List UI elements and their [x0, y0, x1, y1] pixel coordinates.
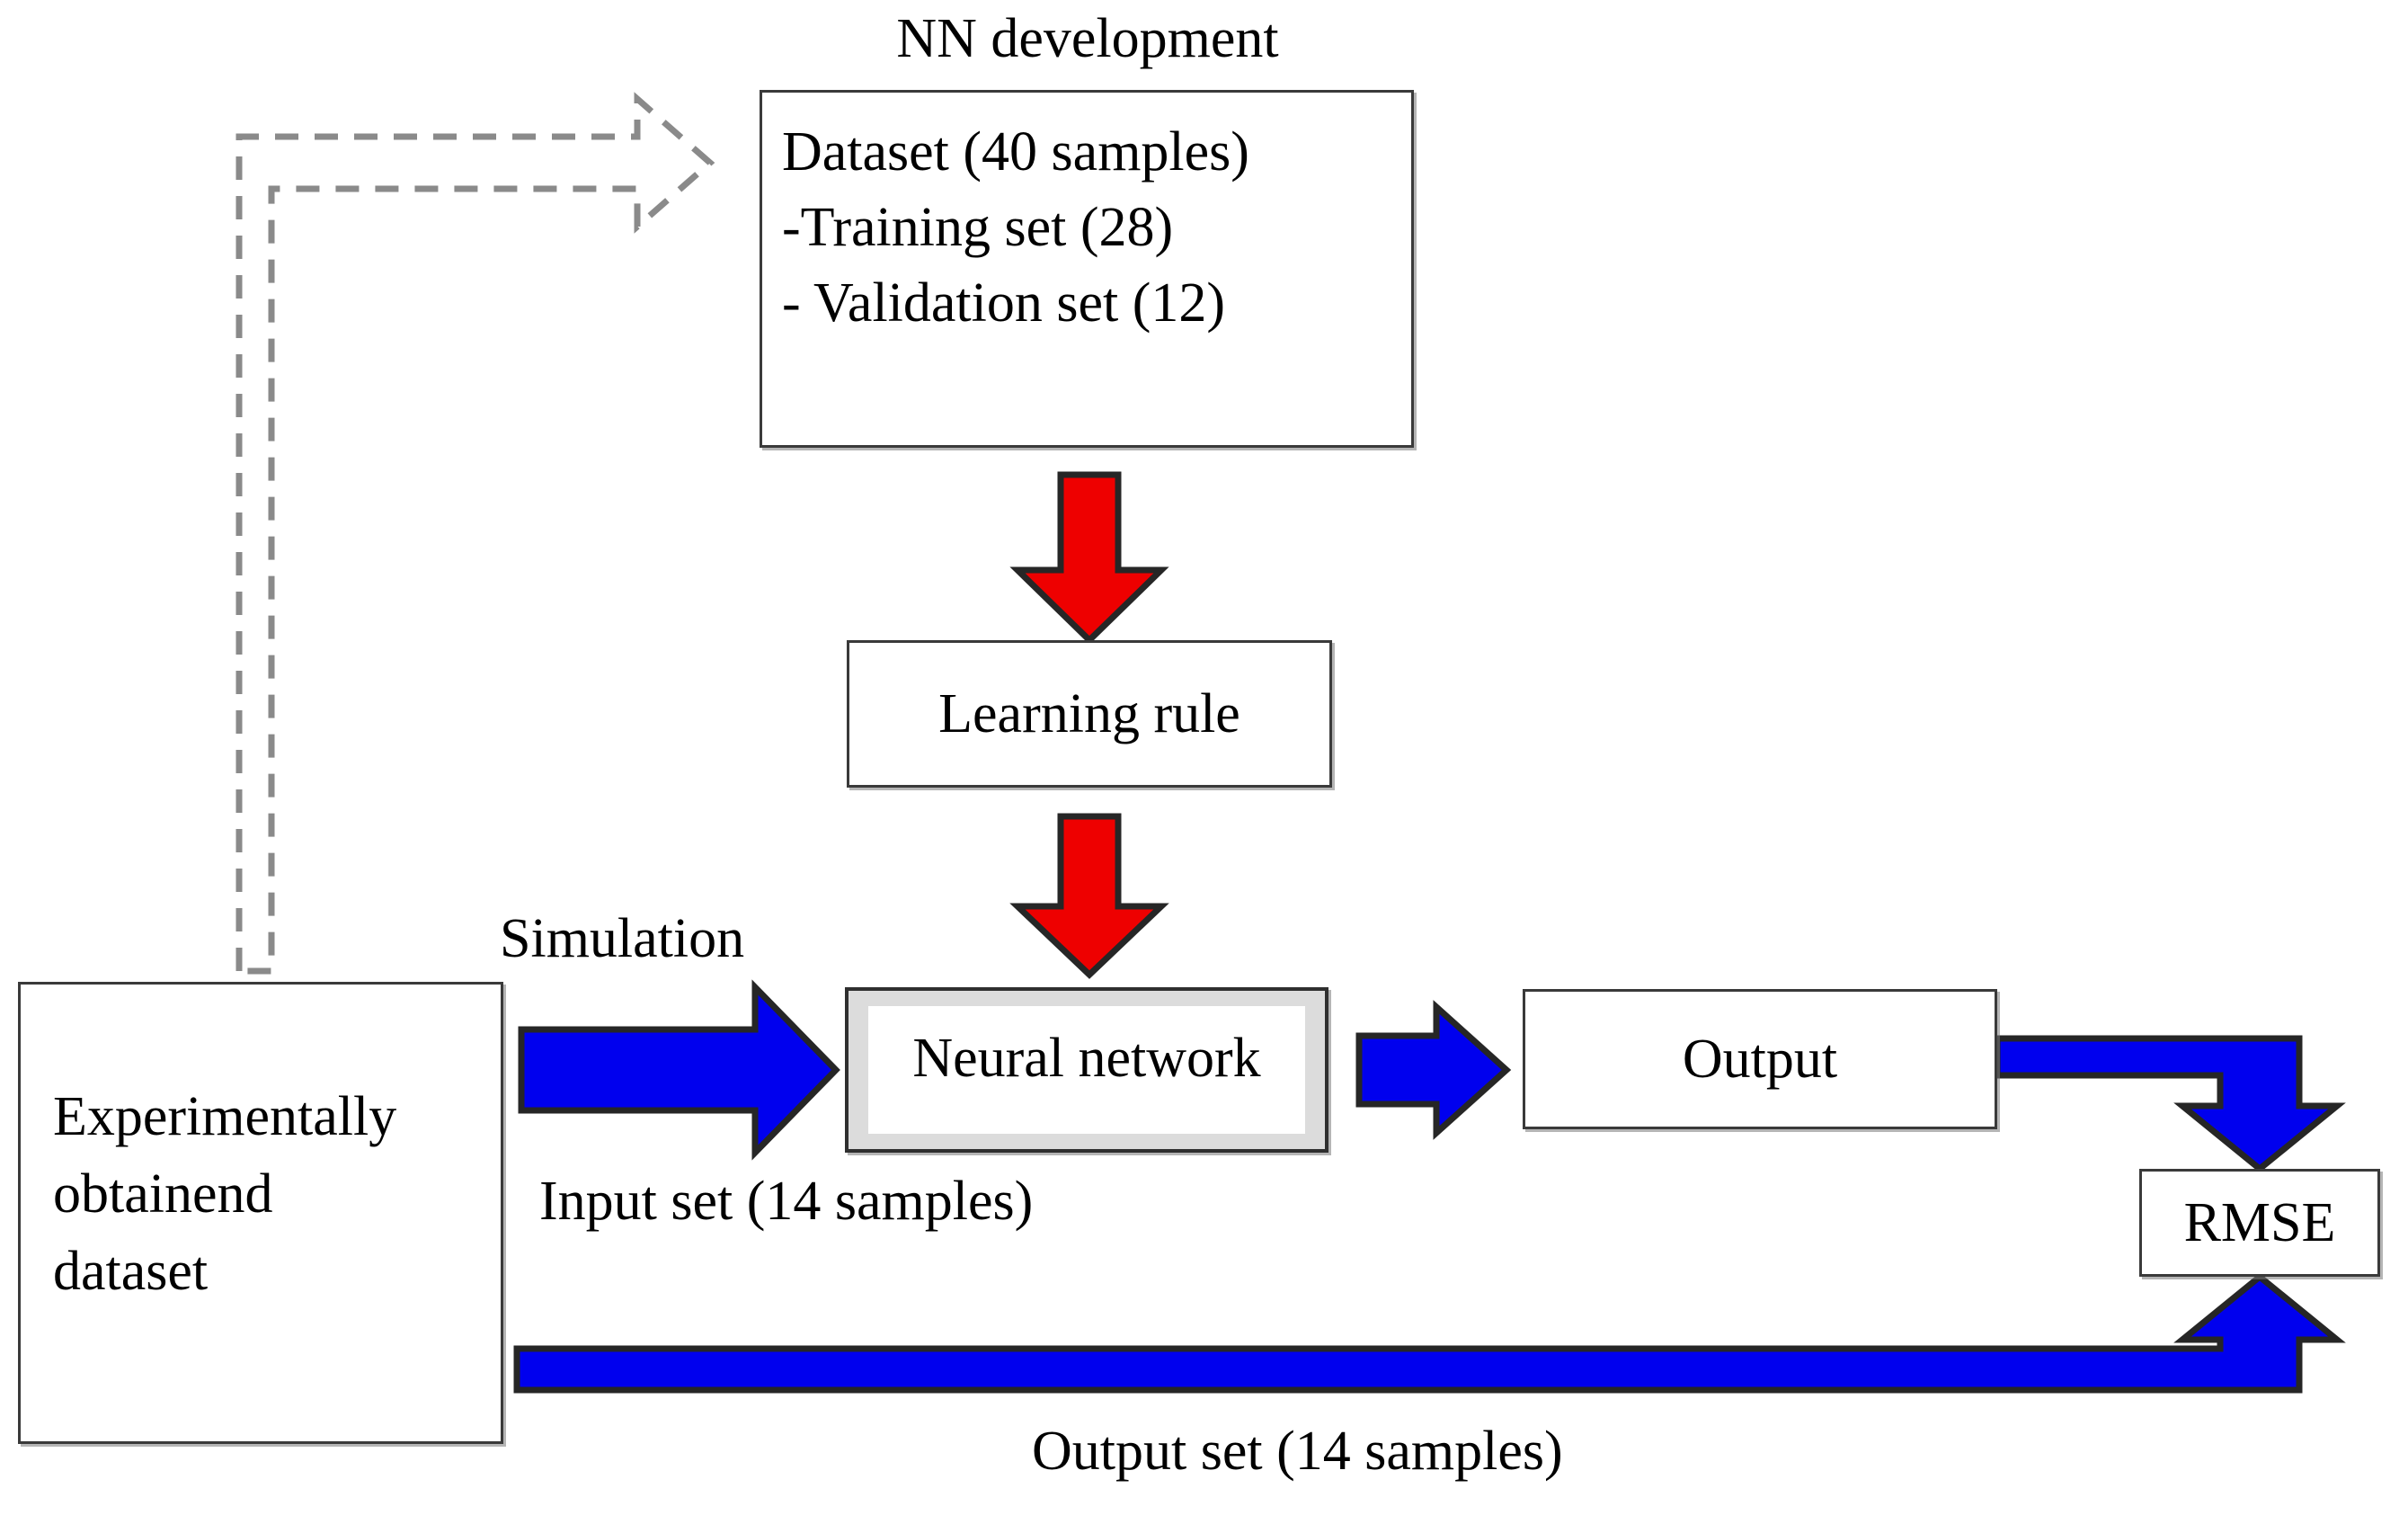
edge-label-input-set: Input set (14 samples) [539, 1171, 1034, 1232]
blue-arrow-experimental-to-neural-network [518, 979, 840, 1161]
red-arrow-learning-rule-to-neural-network [1009, 813, 1169, 979]
node-rmse-label: RMSE [2183, 1192, 2336, 1253]
diagram-title: NN development [896, 8, 1279, 69]
node-neural-network-box[interactable]: Neural network [845, 987, 1328, 1153]
node-learning-rule-label: Learning rule [938, 683, 1240, 744]
node-dataset-box[interactable]: Dataset (40 samples) -Training set (28) … [760, 90, 1414, 448]
node-dataset-label: Dataset (40 samples) -Training set (28) … [782, 121, 1249, 334]
feedback-dashed-arrow [235, 92, 715, 975]
node-neural-network-label: Neural network [912, 1028, 1261, 1089]
edge-label-simulation: Simulation [500, 908, 745, 969]
edge-label-output-set: Output set (14 samples) [1032, 1421, 1563, 1482]
node-output-label: Output [1682, 1029, 1838, 1090]
blue-arrow-neural-network-to-output [1355, 1000, 1512, 1140]
red-arrow-dataset-to-learning-rule [1009, 471, 1169, 645]
node-experimental-dataset-label: Experimentally obtainend dataset [53, 1086, 397, 1302]
node-output-box[interactable]: Output [1523, 989, 1997, 1129]
node-learning-rule-box[interactable]: Learning rule [847, 640, 1332, 788]
node-experimental-dataset-box[interactable]: Experimentally obtainend dataset [18, 982, 503, 1444]
node-rmse-box[interactable]: RMSE [2139, 1169, 2380, 1277]
blue-elbow-arrow-output-to-rmse [1994, 1035, 2346, 1173]
blue-elbow-arrow-experimental-to-rmse [513, 1272, 2346, 1394]
neural-network-inner-frame: Neural network [868, 1006, 1305, 1134]
